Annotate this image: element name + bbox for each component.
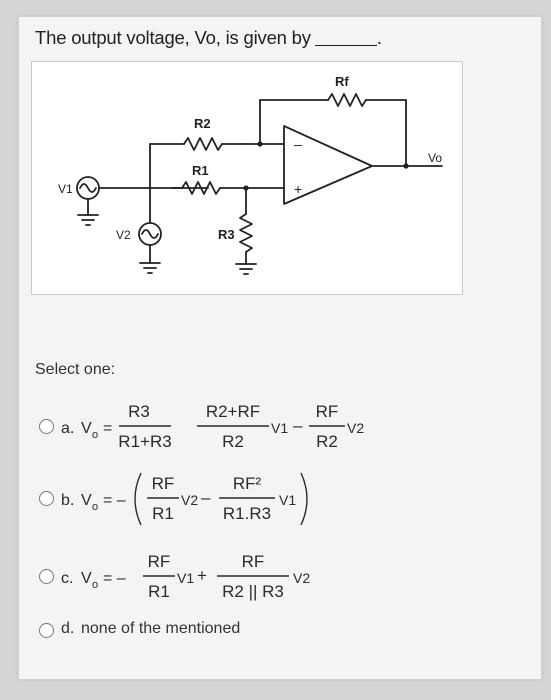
option-b-formula: b. V o = – RF R1 V2 – RF² R1.R3 V1 [61, 472, 308, 526]
option-d-text: none of the mentioned [81, 620, 241, 637]
r3-resistor [239, 213, 253, 253]
op-amp-symbol [283, 125, 373, 205]
option-a-t2: V2 [347, 420, 364, 436]
option-c-formula: c. V o = – RF R1 V1 + RF R2 || R3 V2 [61, 552, 310, 601]
circuit-figure: Rf R2 R1 R3 V1 V2 Vo – + [31, 61, 463, 295]
option-b-eq: = – [103, 492, 126, 509]
question-label: The output voltage, Vo, is given by [35, 27, 311, 48]
option-a-formula: a. V o = R3 R1+R3 R2+RF R2 V1 – RF R2 V2 [61, 402, 364, 451]
inverting-sign: – [294, 136, 302, 152]
option-b-t2: V1 [279, 492, 296, 508]
option-b-f2-num: RF² [233, 474, 262, 493]
option-c-lhs-sub: o [92, 579, 98, 591]
option-c-t1: V1 [177, 570, 194, 586]
vo-label: Vo [428, 151, 442, 165]
option-b-letter: b. [61, 492, 74, 509]
option-c-radio[interactable] [39, 569, 54, 584]
option-c[interactable]: c. V o = – RF R1 V1 + RF R2 || R3 V2 [35, 543, 525, 603]
option-c-f1-den: R1 [148, 582, 170, 601]
option-b-lhs: V [81, 492, 92, 509]
option-a-lhs: V [81, 420, 92, 437]
option-a-f3-num: RF [316, 402, 339, 421]
option-d-radio[interactable] [39, 623, 54, 638]
option-b-minus: – [201, 488, 211, 507]
option-a-f1-num: R3 [128, 402, 150, 421]
option-d-letter: d. [61, 620, 75, 637]
option-a-f2-den: R2 [222, 432, 244, 451]
r3-label: R3 [218, 227, 235, 242]
option-c-lhs: V [81, 570, 92, 587]
option-b-t1: V2 [181, 492, 198, 508]
option-a[interactable]: a. V o = R3 R1+R3 R2+RF R2 V1 – RF R2 V2 [35, 393, 525, 453]
r1-resistor [181, 181, 221, 195]
option-c-f2-den: R2 || R3 [222, 582, 284, 601]
option-a-eq: = [103, 420, 112, 437]
v2-label: V2 [116, 228, 131, 242]
option-d[interactable]: d. none of the mentioned [35, 613, 525, 643]
rf-label: Rf [335, 74, 349, 89]
select-one-label: Select one: [35, 361, 116, 378]
option-a-f3-den: R2 [316, 432, 338, 451]
option-a-lhs-sub: o [92, 429, 98, 441]
option-b-f1-den: R1 [152, 504, 174, 523]
option-a-f1-den: R1+R3 [118, 432, 171, 451]
r2-resistor [183, 137, 223, 151]
rf-resistor [327, 93, 367, 107]
option-a-f2-num: R2+RF [206, 402, 260, 421]
option-a-radio[interactable] [39, 419, 54, 434]
option-b-f2-den: R1.R3 [223, 504, 271, 523]
option-b-radio[interactable] [39, 491, 54, 506]
v1-label: V1 [58, 182, 73, 196]
option-b[interactable]: b. V o = – RF R1 V2 – RF² R1.R3 V1 [35, 465, 525, 526]
circuit-diagram: Rf R2 R1 R3 V1 V2 Vo – + [58, 74, 443, 275]
option-c-t2: V2 [293, 570, 310, 586]
option-c-plus: + [197, 566, 207, 585]
option-c-f2-num: RF [242, 552, 265, 571]
r1-label: R1 [192, 163, 209, 178]
option-b-lhs-sub: o [92, 501, 98, 513]
option-a-t1: V1 [271, 420, 288, 436]
answer-blank [314, 44, 377, 46]
option-c-f1-num: RF [148, 552, 171, 571]
r2-label: R2 [194, 116, 211, 131]
option-a-letter: a. [61, 420, 74, 437]
question-text: The output voltage, Vo, is given by. [35, 27, 382, 48]
option-a-minus: – [293, 416, 303, 435]
noninverting-sign: + [294, 181, 302, 197]
option-c-letter: c. [61, 570, 73, 587]
question-card: The output voltage, Vo, is given by. [18, 16, 542, 680]
option-c-eq: = – [103, 570, 126, 587]
option-b-f1-num: RF [152, 474, 175, 493]
